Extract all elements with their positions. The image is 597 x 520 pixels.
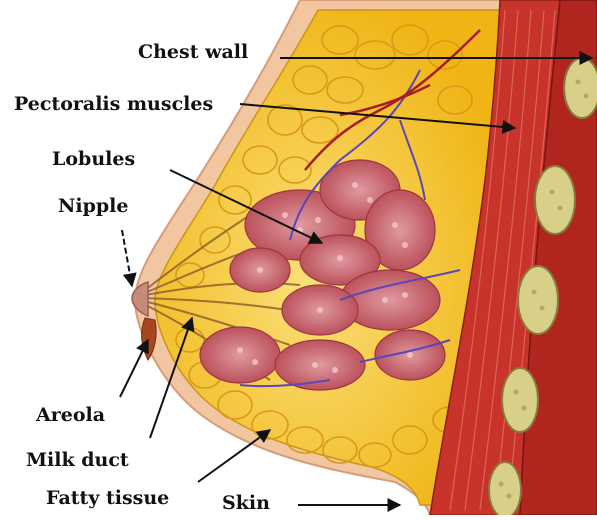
- label-milk-duct: Milk duct: [26, 451, 129, 470]
- areola-arrow: [120, 340, 148, 397]
- label-nipple: Nipple: [58, 197, 128, 216]
- fatty-tissue-arrow: [198, 430, 270, 482]
- label-chest-wall: Chest wall: [138, 43, 248, 62]
- nipple: [132, 282, 148, 316]
- label-areola: Areola: [36, 406, 105, 425]
- nipple-arrow: [122, 230, 132, 286]
- label-skin: Skin: [222, 494, 270, 513]
- label-fatty-tissue: Fatty tissue: [46, 489, 169, 508]
- label-pectoralis-muscles: Pectoralis muscles: [14, 95, 213, 114]
- label-lobules: Lobules: [52, 150, 135, 169]
